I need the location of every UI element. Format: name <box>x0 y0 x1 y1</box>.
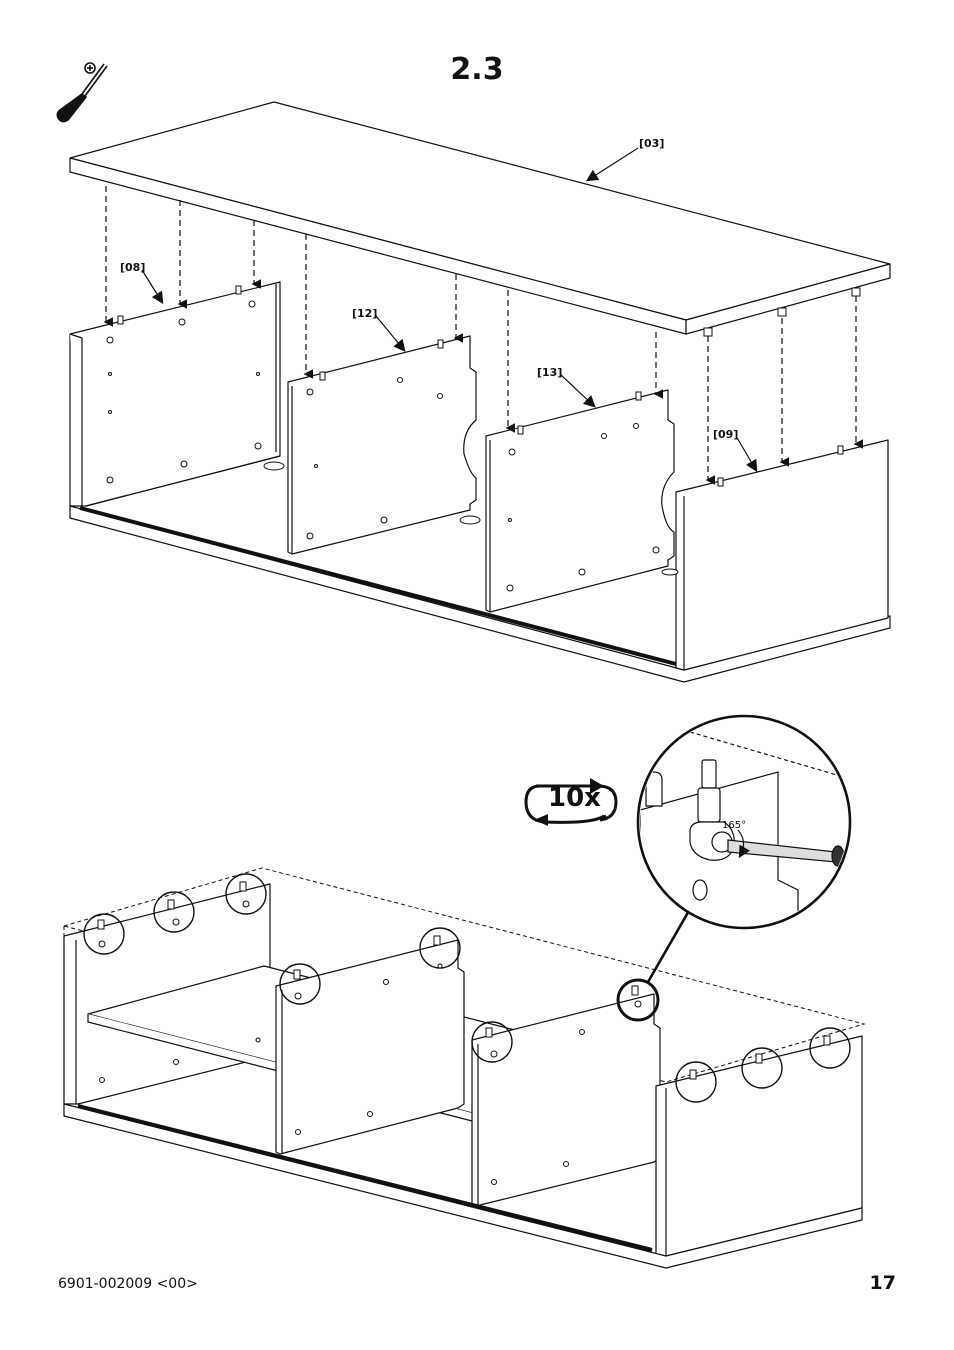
part-label-08: [08] <box>120 261 145 274</box>
top-panel <box>70 102 890 320</box>
part-label-13: [13] <box>537 366 562 379</box>
left-side-panel <box>70 282 280 506</box>
repeat-count: 10x <box>548 783 601 813</box>
exploded-assembly-figure <box>0 0 954 700</box>
part-label-09: [09] <box>713 428 738 441</box>
rotation-angle-label: 165° <box>722 820 746 831</box>
part-label-12: [12] <box>352 307 377 320</box>
document-code: 6901-002009 <00> <box>58 1276 198 1292</box>
assembled-figure <box>0 700 954 1300</box>
divider-panel-13 <box>486 390 674 612</box>
page-number: 17 <box>870 1272 896 1294</box>
part-label-03: [03] <box>639 137 664 150</box>
